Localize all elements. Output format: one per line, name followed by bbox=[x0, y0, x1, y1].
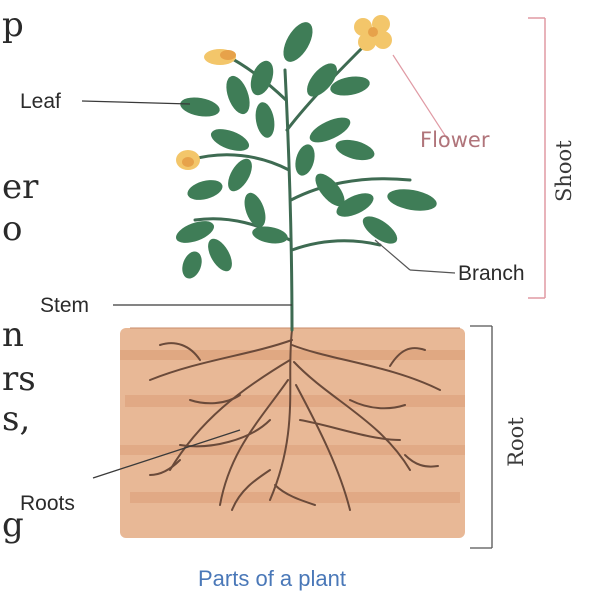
root-bracket bbox=[470, 326, 492, 548]
label-shoot: Shoot bbox=[552, 142, 576, 202]
label-branch: Branch bbox=[458, 262, 525, 286]
label-leaf: Leaf bbox=[20, 90, 61, 114]
label-stem: Stem bbox=[40, 294, 89, 318]
diagram-caption: Parts of a plant bbox=[198, 566, 346, 592]
label-root: Root bbox=[504, 412, 528, 472]
label-flower: Flower bbox=[420, 128, 490, 152]
soil-block bbox=[120, 328, 465, 538]
stem-drawing bbox=[190, 40, 410, 330]
shoot-bracket bbox=[528, 18, 545, 298]
label-roots: Roots bbox=[20, 492, 75, 516]
